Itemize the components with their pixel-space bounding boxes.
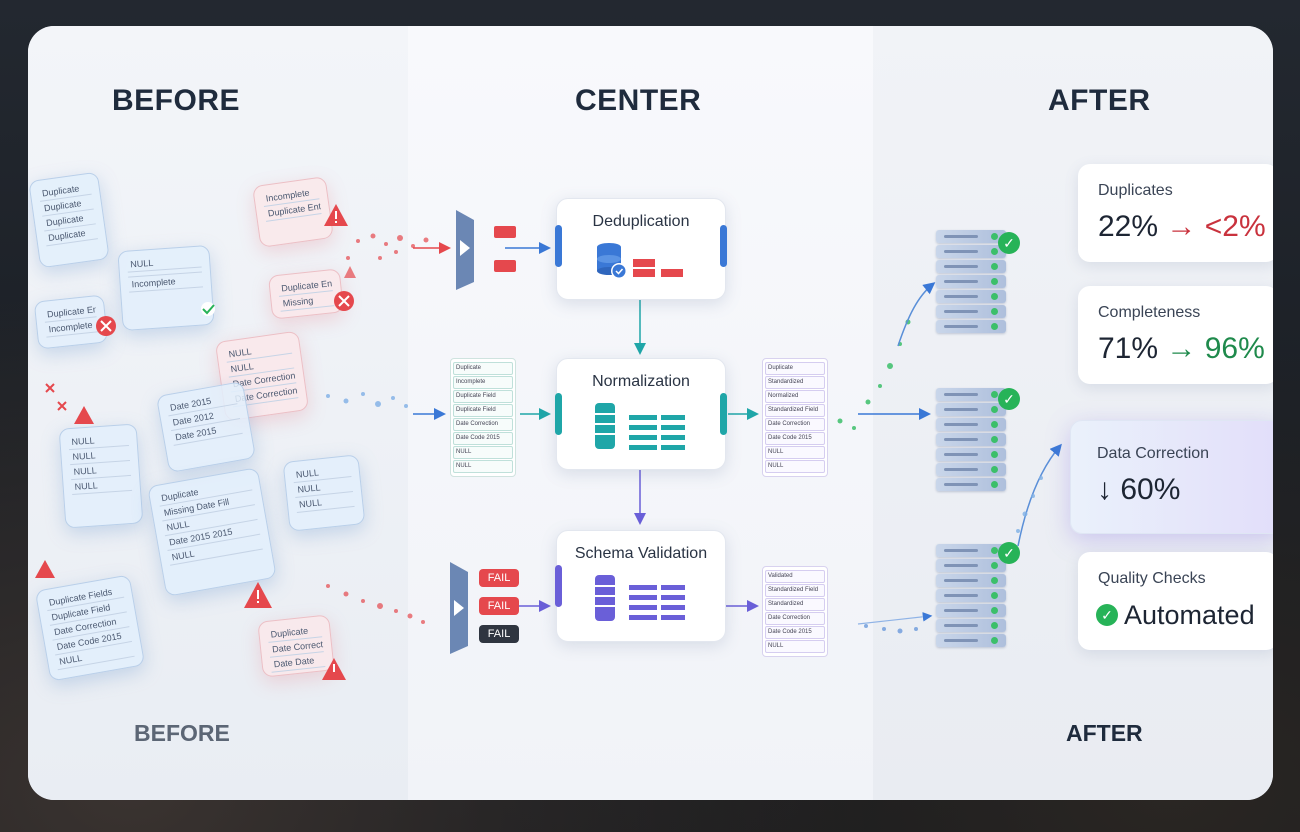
error-icon (96, 316, 116, 336)
fail-badge: FAIL (479, 625, 519, 643)
metric-card-completeness: Completeness 71% → 96% (1078, 286, 1273, 384)
deduplication-stage: Deduplication (555, 198, 727, 300)
arrow-right-icon: → (1166, 210, 1197, 243)
input-gate-icon (450, 562, 468, 654)
metric-value: ↓ 60% (1097, 473, 1181, 506)
dedup-database-icon (597, 243, 683, 279)
warning-icon (344, 266, 356, 278)
warning-icon (35, 560, 55, 578)
duplicate-record-block (494, 260, 516, 272)
after-footer: AFTER (1066, 720, 1143, 746)
flow-connectors (326, 233, 1062, 634)
warning-icon (324, 204, 348, 226)
stage-tab (555, 225, 562, 267)
fail-badge: FAIL (479, 569, 519, 587)
stage-title: Deduplication (592, 213, 690, 230)
stage-tab (555, 565, 562, 607)
warning-icon (322, 658, 346, 680)
metric-label: Data Correction (1097, 445, 1210, 462)
error-icon (45, 383, 67, 411)
stage-title: Schema Validation (574, 545, 708, 562)
schema-validation-stage: Schema Validation (555, 530, 726, 642)
before-heading: BEFORE (112, 84, 241, 117)
before-particle-stream-mid (326, 392, 408, 408)
warning-icon (244, 582, 272, 608)
before-status-icons (35, 204, 356, 680)
metric-value: ✓Automated (1096, 600, 1255, 631)
stage-tab (720, 225, 727, 267)
error-icon (334, 291, 354, 311)
metric-label: Quality Checks (1098, 570, 1206, 587)
metric-label: Duplicates (1098, 182, 1173, 199)
check-icon: ✓ (998, 542, 1020, 564)
fail-badge: FAIL (479, 597, 519, 615)
center-heading: CENTER (575, 84, 702, 117)
input-gate-icon (456, 210, 474, 290)
clean-server-stack (936, 388, 1006, 493)
before-footer: BEFORE (134, 720, 230, 746)
metric-value: 71% → 96% (1098, 332, 1265, 365)
before-particle-stream-top (346, 233, 429, 260)
warning-icon (74, 406, 94, 424)
after-heading: AFTER (1048, 84, 1151, 117)
duplicate-record-block (494, 226, 516, 238)
stage-tab (720, 393, 727, 435)
metric-card-quality-checks: Quality Checks ✓Automated (1078, 552, 1273, 650)
check-icon: ✓ (998, 232, 1020, 254)
stage-title: Normalization (592, 373, 690, 390)
check-icon (201, 302, 215, 316)
stage-tab (555, 393, 562, 435)
normalization-stage: Normalization (555, 358, 727, 470)
center-gates (450, 210, 516, 654)
metric-card-duplicates: Duplicates 22% → <2% (1078, 164, 1273, 262)
normalization-database-icon (595, 403, 685, 450)
metric-value: 22% → <2% (1098, 210, 1266, 243)
schema-database-icon (595, 575, 685, 621)
metric-card-data-correction: Data Correction ↓ 60% (1070, 420, 1273, 534)
arrow-right-icon: → (1166, 332, 1197, 365)
check-icon: ✓ (998, 388, 1020, 410)
clean-server-stack (936, 544, 1006, 649)
check-icon: ✓ (1096, 603, 1118, 626)
before-particle-stream-bottom (326, 584, 425, 624)
metric-label: Completeness (1098, 304, 1201, 321)
clean-server-stack (936, 230, 1006, 335)
